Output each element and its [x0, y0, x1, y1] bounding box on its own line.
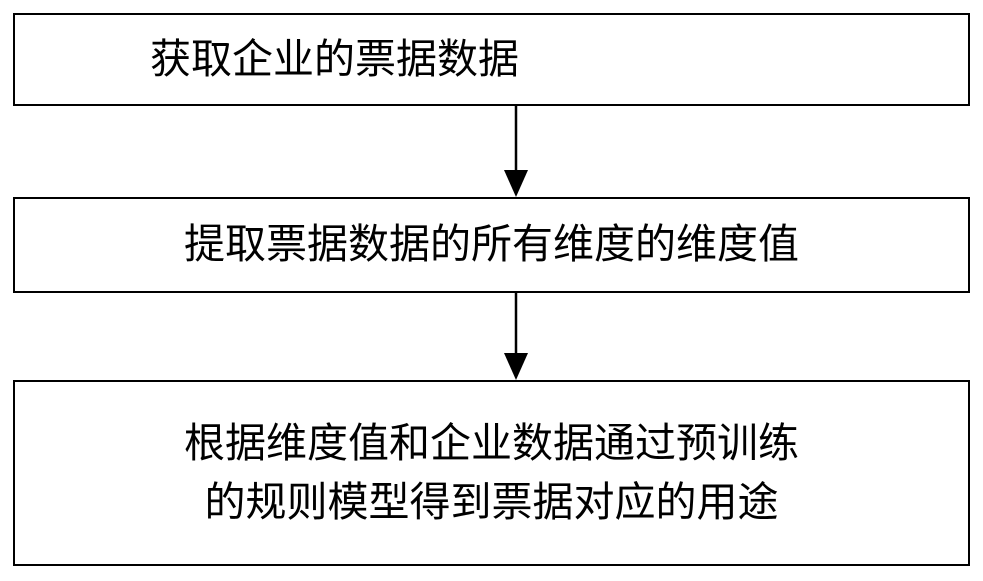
arrow-step2-to-step3 [504, 293, 528, 380]
step-3-text-line-1: 根据维度值和企业数据通过预训练 [184, 418, 799, 467]
step-3-text-line-2: 的规则模型得到票据对应的用途 [204, 478, 779, 526]
step-2-box: 提取票据数据的所有维度的维度值 [13, 197, 970, 293]
step-1-text: 获取企业的票据数据 [150, 34, 519, 83]
step-1-box: 获取企业的票据数据 [13, 13, 970, 106]
step-3-text: 根据维度值和企业数据通过预训练 的规则模型得到票据对应的用途 [184, 414, 799, 533]
step-2-text: 提取票据数据的所有维度的维度值 [184, 220, 799, 269]
arrow-step1-to-step2 [504, 106, 528, 197]
step-3-box: 根据维度值和企业数据通过预训练 的规则模型得到票据对应的用途 [13, 380, 970, 566]
